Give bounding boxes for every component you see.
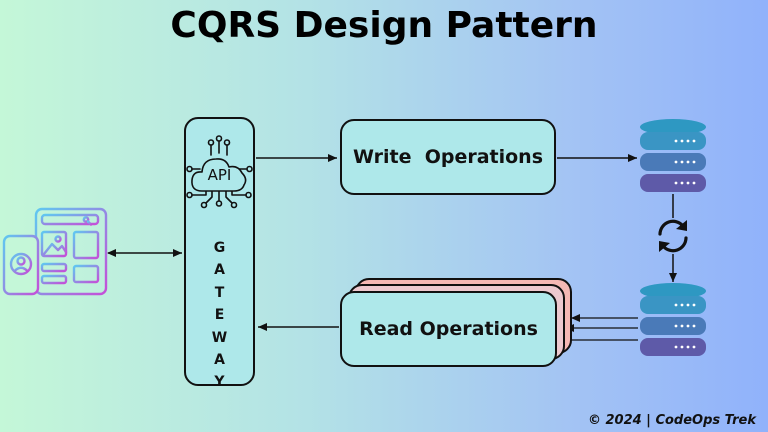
gateway-letter: A (214, 352, 225, 369)
client-devices-icon (2, 207, 108, 296)
diagram-title: CQRS Design Pattern (170, 5, 598, 46)
gateway-letter: E (214, 307, 225, 324)
write-database-icon (640, 119, 706, 192)
gateway-letter: A (214, 262, 225, 279)
gateway-label: G A T E W A Y (186, 237, 253, 394)
api-cloud-icon (186, 135, 253, 209)
copyright-footer: © 2024 | CodeOps Trek (587, 413, 756, 428)
write-operations-box: Write Operations (340, 119, 556, 195)
gateway-letter: Y (214, 374, 225, 391)
gateway-letter: T (214, 284, 225, 301)
sync-icon (658, 219, 688, 253)
gateway-letter: G (213, 240, 226, 256)
gateway-letter: W (211, 329, 228, 346)
read-operations-label: Read Operations (359, 318, 538, 340)
api-label: API (207, 166, 232, 184)
read-database-icon (640, 283, 706, 356)
read-operations-box: Read Operations (340, 291, 557, 367)
write-operations-label: Write Operations (352, 146, 544, 168)
api-gateway: API G A T E W A Y (184, 117, 255, 390)
